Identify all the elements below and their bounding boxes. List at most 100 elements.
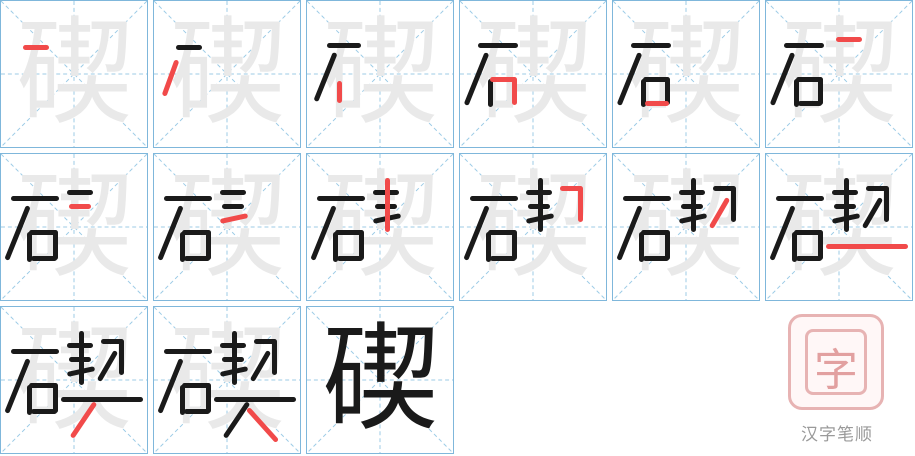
done-stroke (866, 186, 888, 191)
done-stroke (794, 230, 822, 235)
stroke-cell-1: 碶 (0, 0, 148, 148)
ghost-character: 碶 (322, 159, 438, 294)
done-stroke (490, 256, 516, 261)
done-stroke (333, 232, 338, 262)
stroke-cell-15: 碶 (306, 306, 454, 454)
guide-lines (613, 154, 759, 300)
seal-icon: 字 (788, 314, 884, 410)
done-stroke (67, 190, 93, 195)
ghost-character: 碶 (781, 159, 897, 294)
done-stroke (184, 256, 210, 261)
done-stroke (53, 230, 58, 260)
done-stroke (327, 43, 361, 48)
ghost-character: 碶 (16, 159, 132, 294)
done-stroke (643, 256, 669, 261)
done-stroke (818, 77, 823, 105)
ghost-character: 碶 (169, 6, 285, 141)
done-stroke (641, 79, 646, 107)
stroke-cell-3: 碶 (306, 0, 454, 148)
stroke-cell-6: 碶 (765, 0, 913, 148)
site-logo: 字 汉字笔顺 (782, 312, 892, 452)
current-stroke (645, 101, 669, 106)
done-stroke (232, 331, 237, 385)
guide-lines (307, 307, 453, 453)
current-stroke (337, 81, 342, 103)
guide-lines (154, 307, 300, 453)
ghost-character: 碶 (16, 6, 132, 141)
done-stroke (478, 43, 518, 48)
done-stroke (11, 196, 59, 201)
stroke-cell-9: 碶 (306, 153, 454, 301)
guide-lines (613, 1, 759, 147)
done-stroke (641, 230, 669, 235)
stroke-cell-10: 碶 (459, 153, 607, 301)
done-stroke (11, 349, 59, 354)
done-stroke (182, 383, 210, 388)
done-stroke (337, 256, 363, 261)
guide-lines (766, 154, 912, 300)
done-stroke (512, 230, 517, 260)
stroke-cell-5: 碶 (612, 0, 760, 148)
done-stroke (180, 232, 185, 262)
done-stroke (214, 397, 296, 402)
done-stroke (29, 230, 57, 235)
done-stroke (27, 232, 32, 262)
current-stroke (385, 178, 390, 232)
done-stroke (180, 385, 185, 415)
ghost-character: 碶 (475, 159, 591, 294)
done-stroke (794, 79, 799, 107)
done-stroke (776, 196, 824, 201)
done-stroke (796, 77, 822, 82)
done-stroke (488, 230, 516, 235)
stroke-cell-14: 碶 (153, 306, 301, 454)
done-stroke (713, 186, 735, 191)
current-stroke (560, 186, 582, 191)
stroke-cell-13: 碶 (0, 306, 148, 454)
done-stroke (798, 101, 822, 106)
stroke-cell-7: 碶 (0, 153, 148, 301)
done-stroke (184, 409, 210, 414)
current-stroke (578, 186, 583, 222)
done-stroke (79, 331, 84, 385)
done-stroke (31, 256, 57, 261)
stroke-cell-4: 碶 (459, 0, 607, 148)
current-stroke (23, 45, 49, 50)
guide-lines (154, 154, 300, 300)
done-stroke (884, 186, 889, 222)
guide-lines (766, 1, 912, 147)
ghost-character: 碶 (628, 159, 744, 294)
guide-lines (307, 1, 453, 147)
done-stroke (220, 190, 246, 195)
guide-lines (154, 1, 300, 147)
guide-lines (307, 154, 453, 300)
done-stroke (792, 232, 797, 262)
current-stroke (490, 77, 516, 82)
guide-lines (460, 1, 606, 147)
done-stroke (101, 339, 123, 344)
current-stroke (836, 37, 862, 42)
done-stroke (691, 178, 696, 232)
done-stroke (31, 409, 57, 414)
guide-lines (1, 154, 147, 300)
current-stroke (512, 77, 517, 105)
guide-lines (1, 307, 147, 453)
current-stroke (826, 244, 908, 249)
stroke-cell-8: 碶 (153, 153, 301, 301)
done-stroke (639, 232, 644, 262)
ghost-character: 碶 (781, 6, 897, 141)
done-stroke (784, 43, 824, 48)
done-stroke (665, 230, 670, 260)
guide-lines (1, 1, 147, 147)
done-stroke (796, 256, 822, 261)
logo-caption: 汉字笔顺 (801, 425, 873, 445)
stroke-cell-2: 碶 (153, 0, 301, 148)
complete-character: 碶 (322, 312, 438, 447)
done-stroke (844, 178, 849, 232)
done-stroke (164, 349, 212, 354)
done-stroke (818, 230, 823, 260)
done-stroke (665, 77, 670, 105)
done-stroke (29, 383, 57, 388)
done-stroke (538, 178, 543, 232)
done-stroke (27, 385, 32, 415)
ghost-character: 碶 (169, 159, 285, 294)
